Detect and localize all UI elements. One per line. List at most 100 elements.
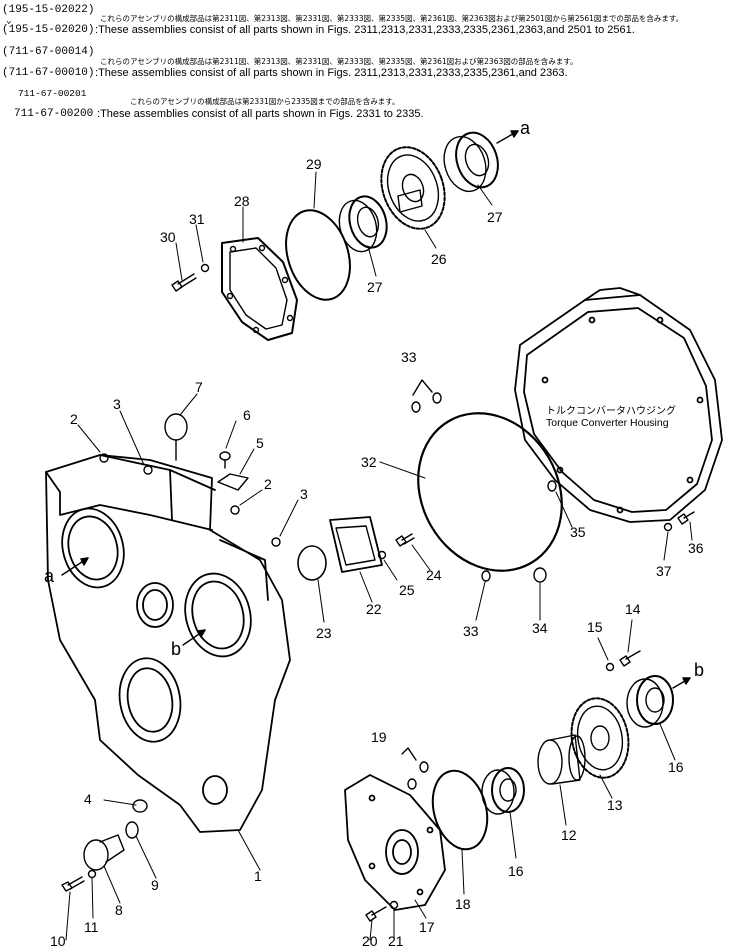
bearing-16-upper (626, 675, 674, 728)
gear-26 (380, 146, 446, 230)
callout-19: 19 (371, 729, 387, 745)
bolt-20 (365, 906, 387, 922)
callout-28: 28 (234, 193, 250, 209)
callout-13: 13 (607, 797, 623, 813)
part-code-711-67-00200: 711-67-00200 (14, 108, 94, 120)
callout-3-left: 3 (113, 396, 121, 412)
part-code-711-67-00010: (711-67-00010) (2, 67, 95, 79)
washer-25 (377, 550, 387, 560)
washer-21 (389, 900, 399, 910)
callout-17: 17 (419, 919, 435, 935)
assembly-header: (195-15-02022) ⌄ (195-15-02020) これらのアセンブ… (0, 0, 749, 125)
callout-2-left: 2 (70, 411, 78, 427)
arrow-label-a-left: a (44, 566, 55, 586)
callout-33-lower: 33 (463, 623, 479, 639)
washer-15 (605, 662, 615, 672)
housing-label-en: Torque Converter Housing (546, 417, 669, 429)
o-ring-19-a (407, 778, 417, 790)
callout-34: 34 (532, 620, 548, 636)
callout-35: 35 (570, 524, 586, 540)
o-ring-35 (547, 480, 557, 492)
gear-13 (570, 697, 630, 779)
callout-29: 29 (306, 156, 322, 172)
arrow-label-a-top: a (520, 118, 531, 138)
part-code-711-67-00014: (711-67-00014) (2, 46, 95, 58)
part-code-711-67-00201: 711-67-00201 (18, 88, 87, 99)
washer-11 (87, 869, 97, 879)
note-jp-3: これらのアセンブリの構成部品は第2331図から2335図までの部品を含みます。 (130, 97, 400, 106)
callout-12: 12 (561, 827, 577, 843)
o-ring-23 (297, 545, 327, 581)
plate-5 (217, 473, 249, 491)
callout-2-right: 2 (264, 476, 272, 492)
callout-36: 36 (688, 540, 704, 556)
housing-label-jp: トルクコンバータハウジング (546, 404, 676, 417)
note-jp-1: これらのアセンブリの構成部品は第2311図、第2313図、第2331図、第233… (100, 14, 684, 23)
callout-4: 4 (84, 791, 92, 807)
range-mark: ⌄ (6, 15, 12, 26)
o-ring-33-upper-a (411, 401, 421, 413)
note-en-1: :These assemblies consist of all parts s… (95, 24, 635, 36)
torque-converter-housing (514, 287, 723, 523)
plug-4 (132, 799, 148, 813)
cover-plate-28 (221, 237, 298, 341)
callout-20: 20 (362, 933, 378, 946)
washer-37 (663, 522, 673, 532)
callout-5: 5 (256, 435, 264, 451)
plug-3-left (143, 465, 153, 475)
arrow-label-b-right: b (694, 660, 704, 680)
o-ring-32 (417, 412, 563, 572)
callout-26: 26 (431, 251, 447, 267)
o-ring-33-lower (481, 570, 491, 582)
bearing-27-upper (443, 131, 499, 193)
plug-2-left (99, 453, 109, 463)
callout-24: 24 (426, 567, 442, 583)
callout-27-lower: 27 (367, 279, 383, 295)
callout-27-upper: 27 (487, 209, 503, 225)
callout-23: 23 (316, 625, 332, 641)
callout-1: 1 (254, 868, 262, 884)
leader-19 (401, 747, 417, 761)
callout-32: 32 (361, 454, 377, 470)
o-ring-29 (285, 209, 351, 301)
bolt-24 (395, 533, 415, 547)
bolt-10 (61, 876, 85, 892)
transmission-case-1 (45, 454, 291, 833)
callout-8: 8 (115, 902, 123, 918)
o-ring-33-upper-b (432, 392, 442, 404)
bolt-14 (619, 650, 641, 667)
arrow-label-b-center: b (171, 639, 181, 659)
callout-21: 21 (388, 933, 404, 946)
leader-33 (412, 379, 433, 396)
o-ring-18 (431, 769, 489, 851)
callout-10: 10 (50, 933, 66, 946)
callout-30: 30 (160, 229, 176, 245)
callout-15: 15 (587, 619, 603, 635)
callout-11: 11 (84, 919, 99, 935)
bolt-30 (171, 273, 197, 292)
o-ring-34 (533, 567, 547, 583)
note-en-2: :These assemblies consist of all parts s… (95, 67, 568, 79)
callout-31: 31 (189, 211, 205, 227)
bolt-36 (677, 511, 695, 525)
callout-7: 7 (195, 379, 203, 395)
washer-31 (200, 263, 210, 273)
pump-body-17 (344, 774, 446, 911)
o-ring-19-b (419, 761, 429, 773)
eyebolt-7 (164, 413, 188, 461)
bearing-16-lower (481, 767, 525, 815)
callout-16-lower: 16 (508, 863, 524, 879)
part-code-195-15-02022: (195-15-02022) (2, 4, 95, 16)
callout-6: 6 (243, 407, 251, 423)
breather-6 (219, 451, 231, 469)
callout-25: 25 (399, 582, 415, 598)
o-ring-9 (125, 821, 139, 839)
callout-14: 14 (625, 601, 641, 617)
plug-3-right (271, 537, 281, 547)
cover-22 (329, 516, 383, 573)
callout-33-upper: 33 (401, 349, 417, 365)
leader-lines (65, 171, 693, 941)
part-code-195-15-02020: (195-15-02020) (2, 24, 95, 36)
note-jp-2: これらのアセンブリの構成部品は第2311図、第2313図、第2331図、第233… (100, 57, 578, 66)
